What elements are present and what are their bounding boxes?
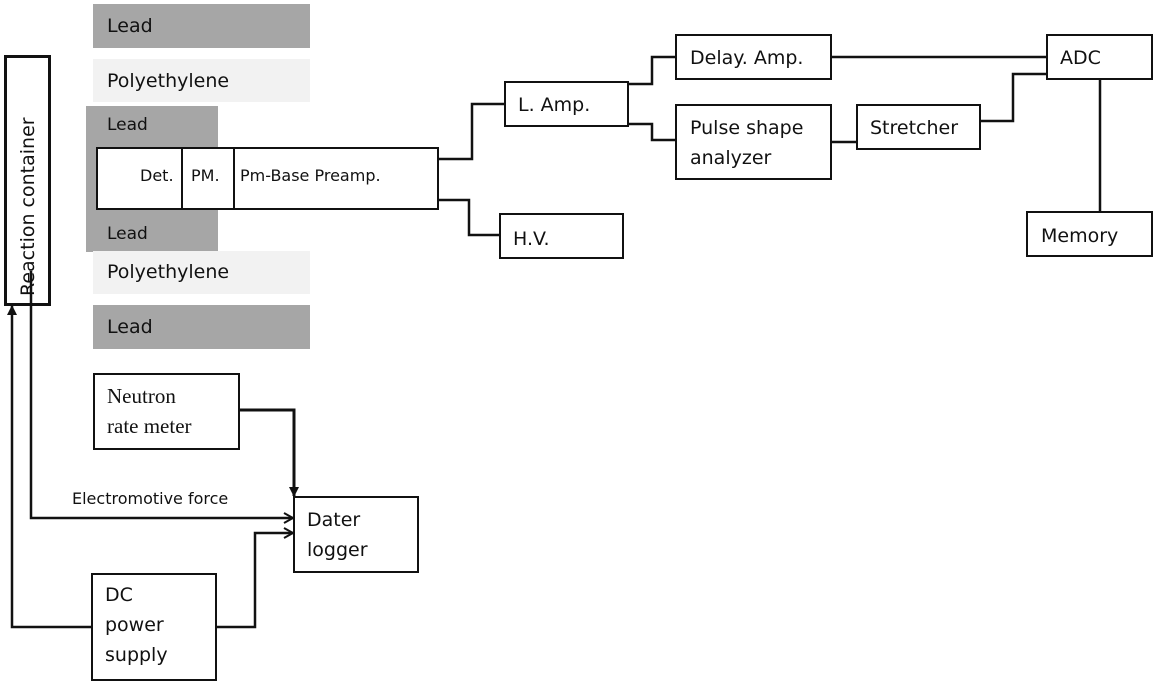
memory-label: Memory xyxy=(1041,225,1119,247)
data-logger-label-1: Dater xyxy=(307,509,361,531)
dc-power-supply-label-1: DC xyxy=(105,584,133,606)
l-amp-block: L. Amp. xyxy=(504,81,629,127)
pulse-shape-analyzer-label-1: Pulse shape xyxy=(690,117,804,139)
wire-preamp-lamp xyxy=(439,102,504,161)
pulse-shape-analyzer-label-2: analyzer xyxy=(690,147,772,169)
det-label: Det. xyxy=(140,166,174,185)
stretcher-block: Stretcher xyxy=(856,104,981,150)
polyethylene-layer-top: Polyethylene xyxy=(93,59,310,102)
memory-block: Memory xyxy=(1026,211,1153,257)
neutron-rate-meter-label-2: rate meter xyxy=(107,414,192,438)
dc-power-supply-label-2: power xyxy=(105,614,164,636)
wire-lamp-psa xyxy=(629,122,675,142)
lead-label: Lead xyxy=(107,15,153,37)
pm-label: PM. xyxy=(191,166,220,185)
delay-amp-block: Delay. Amp. xyxy=(675,34,832,80)
adc-block: ADC xyxy=(1046,34,1153,80)
stretcher-label: Stretcher xyxy=(870,117,959,139)
pulse-shape-analyzer-block: Pulse shape analyzer xyxy=(675,104,832,180)
delay-amp-label: Delay. Amp. xyxy=(690,47,804,69)
dc-power-supply-block: DC power supply xyxy=(91,573,217,681)
lead-layer-bottom: Lead xyxy=(93,305,310,349)
wire-lamp-delay xyxy=(629,55,675,86)
data-logger-label-2: logger xyxy=(307,539,368,561)
hv-block: H.V. xyxy=(499,213,624,259)
polyethylene-layer-bottom: Polyethylene xyxy=(93,251,310,294)
wire-preamp-hv xyxy=(439,198,499,237)
wire-neutron-logger xyxy=(240,408,299,497)
neutron-rate-meter-label-1: Neutron xyxy=(107,384,176,408)
lead-label: Lead xyxy=(107,115,148,135)
hv-label: H.V. xyxy=(513,228,550,250)
l-amp-label: L. Amp. xyxy=(518,94,591,116)
polyethylene-label: Polyethylene xyxy=(107,261,230,283)
adc-label: ADC xyxy=(1060,47,1101,69)
pm-cell: PM. xyxy=(183,149,235,208)
dc-power-supply-label-3: supply xyxy=(105,644,168,666)
data-logger-block: Dater logger xyxy=(293,496,419,573)
pm-base-preamp-label: Pm-Base Preamp. xyxy=(240,166,381,185)
lead-label: Lead xyxy=(107,316,153,338)
reaction-container: Reaction container xyxy=(4,55,51,306)
detector-assembly: Det. PM. Pm-Base Preamp. xyxy=(96,147,439,210)
wire-dc-reaction xyxy=(6,305,91,629)
wire-emf-logger xyxy=(29,271,293,518)
lead-label: Lead xyxy=(107,224,148,244)
electromotive-force-label: Electromotive force xyxy=(72,489,229,508)
polyethylene-label: Polyethylene xyxy=(107,70,230,92)
lead-layer-top: Lead xyxy=(93,4,310,48)
wire-dc-logger xyxy=(217,533,293,629)
wire-stretcher-adc xyxy=(981,72,1046,123)
neutron-rate-meter-block: Neutron rate meter xyxy=(93,373,240,450)
det-cell: Det. xyxy=(98,149,183,208)
